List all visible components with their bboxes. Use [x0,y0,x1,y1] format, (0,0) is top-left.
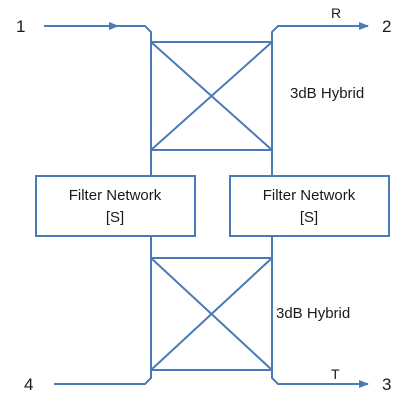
bottom-hybrid-box [150,257,273,371]
top-hybrid-cross-b [150,41,273,151]
top-hybrid-label: 3dB Hybrid [290,85,364,102]
port4-line [54,370,152,385]
port2-line [271,22,369,42]
filter-left-matrix: [S] [106,209,124,226]
port1-label: 1 [16,17,25,36]
port4-label: 4 [24,375,33,394]
port2-label: 2 [382,17,391,36]
filter-left-box [35,175,196,237]
port1-line [44,25,152,42]
bottom-hybrid-cross-b [150,257,273,371]
filter-right-title: Filter Network [263,187,356,204]
filter-right-matrix: [S] [300,209,318,226]
bottom-hybrid-label: 3dB Hybrid [276,305,350,322]
port3-line [271,370,369,388]
filter-left-title: Filter Network [69,187,162,204]
filter-right-box [229,175,390,237]
top-hybrid-box [150,41,273,151]
port3-label: 3 [382,375,391,394]
reflected-label: R [331,5,341,21]
transmitted-label: T [331,366,340,382]
